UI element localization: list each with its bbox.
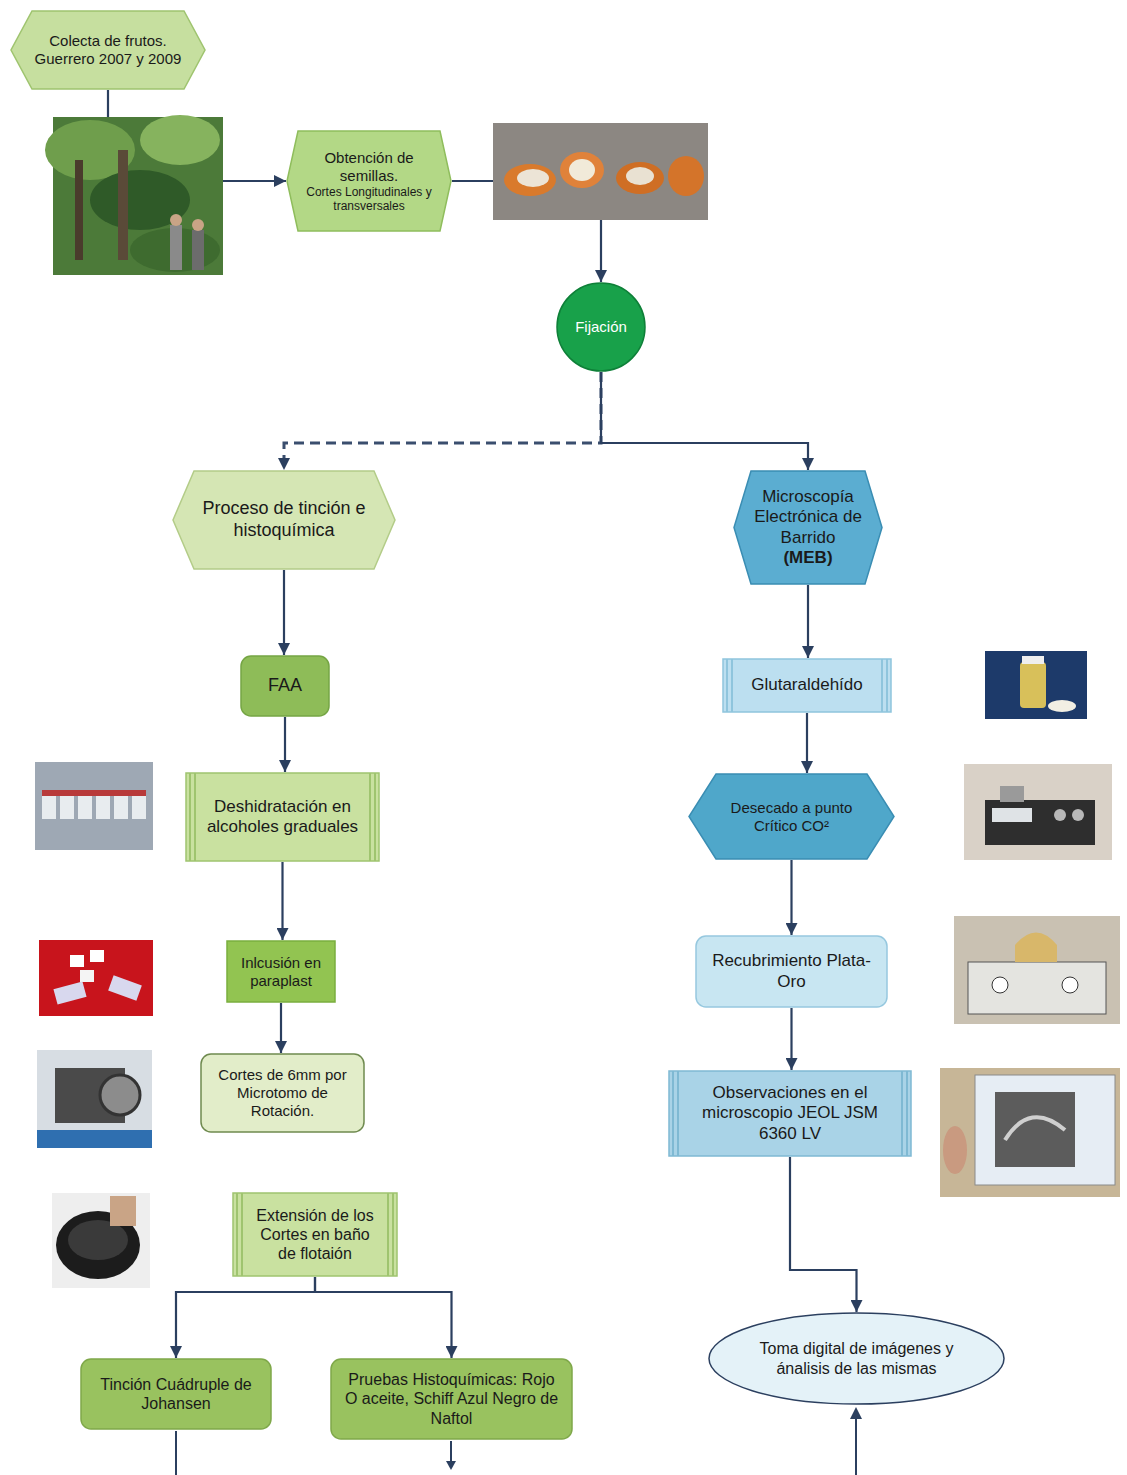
- flow-connector: [280, 1003, 282, 1053]
- side-stripe: [672, 1071, 674, 1156]
- branch-hexagon: Proceso de tinción e histoquímica: [172, 470, 396, 570]
- monitor-photo: [940, 1068, 1120, 1197]
- flow-connector: [806, 713, 808, 773]
- flow-connector: [315, 1277, 452, 1358]
- node-label: Cortes de 6mm por Microtomo de Rotación.: [210, 1066, 355, 1120]
- node-shape: [708, 1312, 1005, 1405]
- node-label: (MEB): [749, 548, 867, 568]
- node-label: Glutaraldehído: [740, 675, 874, 695]
- flow-connector: [283, 570, 285, 655]
- side-stripe: [901, 1071, 903, 1156]
- side-stripe: [241, 1193, 243, 1276]
- node-outline: [227, 941, 335, 1002]
- node-outline: [331, 1359, 572, 1439]
- node-outline: [201, 1054, 364, 1132]
- side-stripe: [906, 1071, 908, 1156]
- node-label: Inlcusión en paraplast: [232, 954, 330, 990]
- vial-photo: [985, 651, 1087, 719]
- node-outline: [557, 283, 645, 371]
- forest-photo: [45, 115, 223, 275]
- start-hexagon: Colecta de frutos. Guerrero 2007 y 2009: [10, 10, 206, 90]
- side-stripe: [392, 1193, 394, 1276]
- node-label: Fijación: [564, 318, 638, 336]
- side-stripe: [731, 659, 733, 712]
- side-stripe: [194, 773, 196, 861]
- node-label: Toma digital de imágenes y ánalisis de l…: [748, 1339, 965, 1377]
- microtome-photo: [37, 1050, 152, 1148]
- end-ellipse: Toma digital de imágenes y ánalisis de l…: [708, 1312, 1005, 1405]
- node-label: Pruebas Histoquímicas: Rojo O aceite, Sc…: [342, 1370, 561, 1428]
- flow-connector: [176, 1277, 315, 1358]
- process-box: Glutaraldehído: [722, 658, 892, 713]
- node-label: Observaciones en el microscopio JEOL JSM…: [690, 1083, 890, 1144]
- node-outline: [669, 1071, 911, 1156]
- side-stripe: [881, 659, 883, 712]
- node-outline: [696, 936, 887, 1007]
- process-box: Extensión de los Cortes en baño de flota…: [232, 1192, 398, 1277]
- node-label: Colecta de frutos. Guerrero 2007 y 2009: [32, 32, 184, 68]
- node-label: Microscopía Electrónica de Barrido: [749, 487, 867, 548]
- process-hexagon: Obtención de semillas.Cortes Longitudina…: [286, 130, 452, 232]
- node-outline: [734, 471, 882, 584]
- node-outline: [173, 471, 395, 569]
- flow-connector: [790, 1157, 857, 1312]
- side-stripe: [387, 1193, 389, 1276]
- node-outline: [287, 131, 451, 231]
- node-label: Tinción Cuádruple de Johansen: [92, 1375, 260, 1413]
- node-outline: [81, 1359, 271, 1429]
- node-outline: [233, 1193, 397, 1276]
- node-shape: [80, 1358, 272, 1430]
- node-label: Deshidratación en alcoholes graduales: [205, 797, 360, 838]
- flow-connector: [601, 372, 808, 470]
- flow-connector: [807, 585, 809, 658]
- node-outline: [186, 773, 379, 861]
- flow-connector: [281, 862, 283, 940]
- side-stripe: [677, 1071, 679, 1156]
- dryer-photo: [964, 764, 1112, 860]
- side-stripe: [369, 773, 371, 861]
- side-stripe: [726, 659, 728, 712]
- seeds-photo: [493, 123, 708, 220]
- node-label: Extensión de los Cortes en baño de flota…: [252, 1206, 378, 1264]
- vials-photo: [35, 762, 153, 850]
- node-outline: [241, 656, 329, 716]
- side-stripe: [189, 773, 191, 861]
- process-box: Deshidratación en alcoholes graduales: [185, 772, 380, 862]
- coater-photo: [954, 916, 1120, 1024]
- node-outline: [709, 1313, 1004, 1404]
- node-label: Desecado a punto Crítico CO²: [714, 799, 869, 835]
- node-label: Cortes Longitudinales y transversales: [300, 185, 438, 214]
- node-outline: [689, 774, 894, 859]
- process-box: Observaciones en el microscopio JEOL JSM…: [668, 1070, 912, 1157]
- side-stripe: [374, 773, 376, 861]
- node-outline: [11, 11, 205, 89]
- node-label: Proceso de tinción e histoquímica: [188, 498, 380, 541]
- node-label: Obtención de semillas.: [300, 149, 438, 185]
- flow-connector: [284, 372, 601, 470]
- flow-connector: [284, 717, 286, 772]
- process-box: Inlcusión en paraplast: [226, 940, 336, 1003]
- flow-connector: [790, 1008, 792, 1070]
- process-box: Tinción Cuádruple de Johansen: [80, 1358, 272, 1430]
- paraplast-photo: [39, 940, 153, 1016]
- node-label: Recubrimiento Plata-Oro: [707, 951, 876, 992]
- node-label: FAA: [248, 675, 322, 697]
- branch-hexagon: Microscopía Electrónica de Barrido(MEB): [733, 470, 883, 585]
- bath-photo: [52, 1193, 150, 1288]
- fixation-circle: Fijación: [556, 282, 646, 372]
- flow-connector: [790, 860, 792, 935]
- side-stripe: [886, 659, 888, 712]
- process-box: Recubrimiento Plata-Oro: [695, 935, 888, 1008]
- process-hexagon: Desecado a punto Crítico CO²: [688, 773, 895, 860]
- side-stripe: [236, 1193, 238, 1276]
- node-outline: [723, 659, 891, 712]
- process-box: Pruebas Histoquímicas: Rojo O aceite, Sc…: [330, 1358, 573, 1440]
- process-box: Cortes de 6mm por Microtomo de Rotación.: [200, 1053, 365, 1133]
- process-box: FAA: [240, 655, 330, 717]
